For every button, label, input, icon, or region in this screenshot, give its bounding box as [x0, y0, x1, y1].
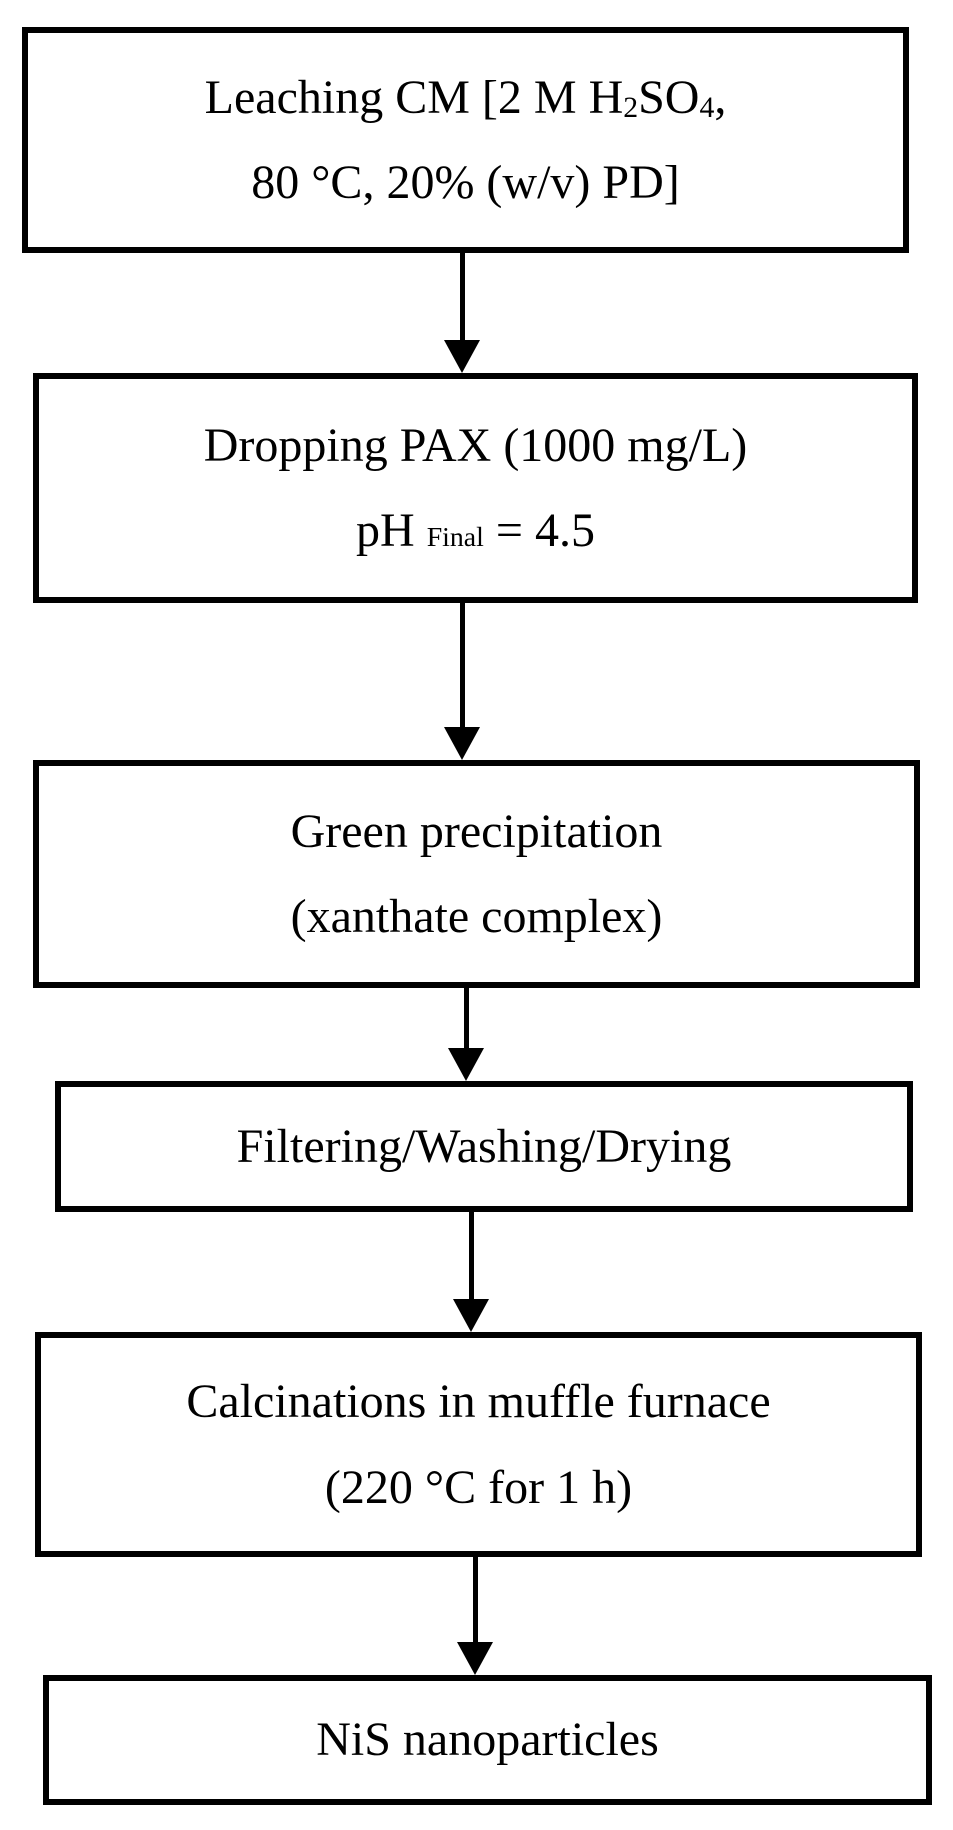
- arrow-stem: [468, 1212, 474, 1299]
- text-segment: Dropping PAX (1000 mg/L): [203, 418, 748, 472]
- arrow-stem: [459, 253, 465, 340]
- flow-box-filtering-washing-drying: Filtering/Washing/Drying: [55, 1081, 913, 1212]
- box-text-line: pH Final = 4.5: [356, 488, 595, 573]
- text-segment: NiS nanoparticles: [316, 1713, 659, 1767]
- text-segment: SO: [638, 70, 700, 124]
- arrow-head-icon: [457, 1642, 493, 1675]
- arrow-stem: [459, 603, 465, 727]
- text-segment: = 4.5: [483, 504, 595, 557]
- box-text-line: Leaching CM [2 M H2SO4,: [205, 55, 727, 140]
- text-segment-subscript: 2: [623, 90, 639, 124]
- text-segment: Calcinations in muffle furnace: [186, 1375, 771, 1429]
- down-arrow-connector-1: [444, 253, 480, 373]
- flow-box-calcination: Calcinations in muffle furnace (220 °C f…: [35, 1332, 922, 1557]
- text-segment: 80 °C, 20% (w/v) PD]: [251, 156, 680, 209]
- flow-box-green-precipitation: Green precipitation (xanthate complex): [33, 760, 920, 988]
- box-text-line: Dropping PAX (1000 mg/L): [204, 403, 748, 488]
- down-arrow-connector-5: [457, 1557, 493, 1675]
- box-text-line: (220 °C for 1 h): [325, 1445, 632, 1530]
- text-segment: ,: [714, 70, 727, 124]
- text-segment: Green precipitation: [290, 804, 663, 858]
- flow-box-nis-nanoparticles: NiS nanoparticles: [43, 1675, 932, 1805]
- arrow-stem: [472, 1557, 478, 1642]
- text-segment-small: Final: [426, 522, 484, 553]
- text-segment: pH: [356, 504, 427, 557]
- arrow-head-icon: [453, 1299, 489, 1332]
- down-arrow-connector-2: [444, 603, 480, 760]
- flow-box-leaching: Leaching CM [2 M H2SO4, 80 °C, 20% (w/v)…: [22, 27, 909, 253]
- box-text-line: (xanthate complex): [291, 874, 663, 959]
- flow-box-dropping-pax: Dropping PAX (1000 mg/L) pH Final = 4.5: [33, 373, 918, 603]
- arrow-head-icon: [444, 727, 480, 760]
- arrow-stem: [463, 988, 469, 1048]
- down-arrow-connector-4: [453, 1212, 489, 1332]
- text-segment: Filtering/Washing/Drying: [236, 1119, 732, 1173]
- box-text-line: 80 °C, 20% (w/v) PD]: [251, 140, 680, 225]
- box-text-line: Calcinations in muffle furnace: [186, 1359, 770, 1444]
- text-segment: Leaching CM [2 M H: [204, 70, 624, 124]
- arrow-head-icon: [448, 1048, 484, 1081]
- arrow-head-icon: [444, 340, 480, 373]
- box-text-line: Green precipitation: [291, 789, 663, 874]
- box-text-line: NiS nanoparticles: [316, 1697, 659, 1782]
- box-text-line: Filtering/Washing/Drying: [237, 1104, 732, 1189]
- text-segment: (xanthate complex): [290, 890, 663, 943]
- text-segment: (220 °C for 1 h): [324, 1460, 633, 1514]
- down-arrow-connector-3: [448, 988, 484, 1081]
- text-segment-subscript: 4: [699, 90, 715, 124]
